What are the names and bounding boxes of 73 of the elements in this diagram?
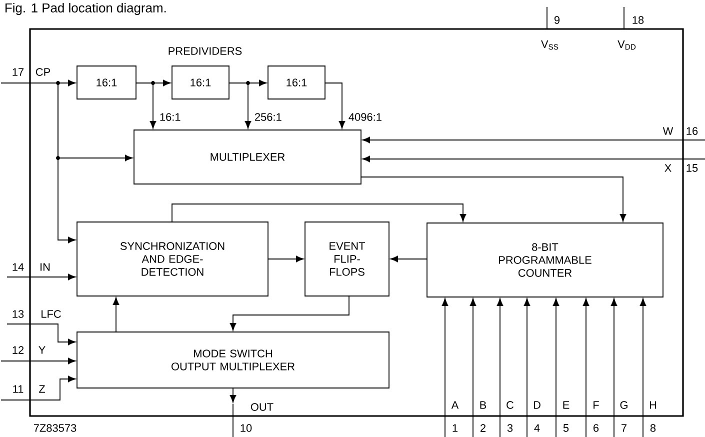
pin-label: OUT xyxy=(250,403,274,411)
pin-label: X xyxy=(664,164,672,172)
arrow xyxy=(230,296,350,331)
pin-label: 16 xyxy=(686,127,698,135)
pin-label: 18 xyxy=(632,16,644,24)
block-box: MODE SWITCH OUTPUT MULTIPLEXER xyxy=(76,332,390,388)
pin-label: 9 xyxy=(554,16,560,24)
pin-label: E xyxy=(563,401,570,409)
pin-label: D xyxy=(534,401,540,409)
pin-label: 11 xyxy=(13,385,24,393)
edge-label: 4096:1 xyxy=(347,112,383,122)
arrow xyxy=(6,274,76,280)
figure-title: Fig. 1 Pad location diagram. xyxy=(6,2,166,16)
arrow xyxy=(552,298,560,437)
pin-label: 7 xyxy=(622,424,626,432)
pin-label: F xyxy=(594,401,599,409)
pin-label: 10 xyxy=(240,424,252,432)
chip-outline xyxy=(29,28,684,417)
pin-label: 12 xyxy=(12,346,24,354)
pin-label: V$_{SS}$ xyxy=(541,40,558,50)
pin-label: IN xyxy=(40,263,50,271)
arrow xyxy=(0,82,76,244)
pin-label: 2 xyxy=(480,424,486,432)
pin-label: 5 xyxy=(563,424,569,432)
pin-label: 1 xyxy=(452,424,458,432)
arrow xyxy=(0,376,76,400)
arrow xyxy=(360,176,626,222)
arrow xyxy=(496,298,504,437)
arrow xyxy=(442,298,448,437)
block-box: EVENT FLIP-FLOPS xyxy=(304,222,390,296)
arrow xyxy=(362,156,705,162)
edge-label: 256:1 xyxy=(253,112,283,122)
block-box: MULTIPLEXER xyxy=(134,130,362,184)
arrow xyxy=(582,298,590,437)
pin-label: CP xyxy=(36,68,50,76)
arrow xyxy=(230,388,236,403)
arrow xyxy=(172,204,466,222)
pin-label: W xyxy=(662,127,674,135)
arrow xyxy=(228,82,252,129)
group-label: PREDIVIDERS xyxy=(168,47,242,55)
arrow xyxy=(362,136,705,144)
block-box: 8-BIT PROGRAMMABLE COUNTER xyxy=(426,222,664,298)
arrow xyxy=(390,256,428,262)
pin-label: A xyxy=(451,401,459,409)
arrow xyxy=(640,298,646,437)
arrow xyxy=(6,324,76,346)
pin-label: 3 xyxy=(507,424,513,432)
pin-label: 15 xyxy=(686,164,698,172)
pin-label: 6 xyxy=(594,424,599,432)
pin-label: H xyxy=(650,401,656,409)
pin-label: 14 xyxy=(12,263,24,271)
arrow xyxy=(324,82,346,129)
pin-label: 13 xyxy=(12,310,24,318)
pin-label: B xyxy=(480,401,486,409)
pin-label: V$_{DD}$ xyxy=(618,40,636,50)
arrow xyxy=(0,358,76,364)
arrow xyxy=(470,298,476,437)
arrow xyxy=(112,297,120,332)
pin-label: 17 xyxy=(12,68,24,76)
block-box: SYNCHRONIZATION AND EDGE-DETECTION xyxy=(76,222,268,296)
pin-label: LFC xyxy=(42,310,61,318)
pin-label: Y xyxy=(38,346,46,354)
edge-label: 16:1 xyxy=(158,112,182,122)
arrow xyxy=(136,82,156,129)
pin-label: Z xyxy=(39,385,45,393)
arrow xyxy=(268,256,304,262)
pin-label: C xyxy=(506,401,514,409)
pin-label: 8 xyxy=(650,424,656,432)
arrow xyxy=(610,298,618,437)
arrow xyxy=(524,298,530,437)
pin-label: 4 xyxy=(534,424,540,432)
pin-label: G xyxy=(620,401,628,409)
figure-code: 7Z83573 xyxy=(34,424,76,432)
